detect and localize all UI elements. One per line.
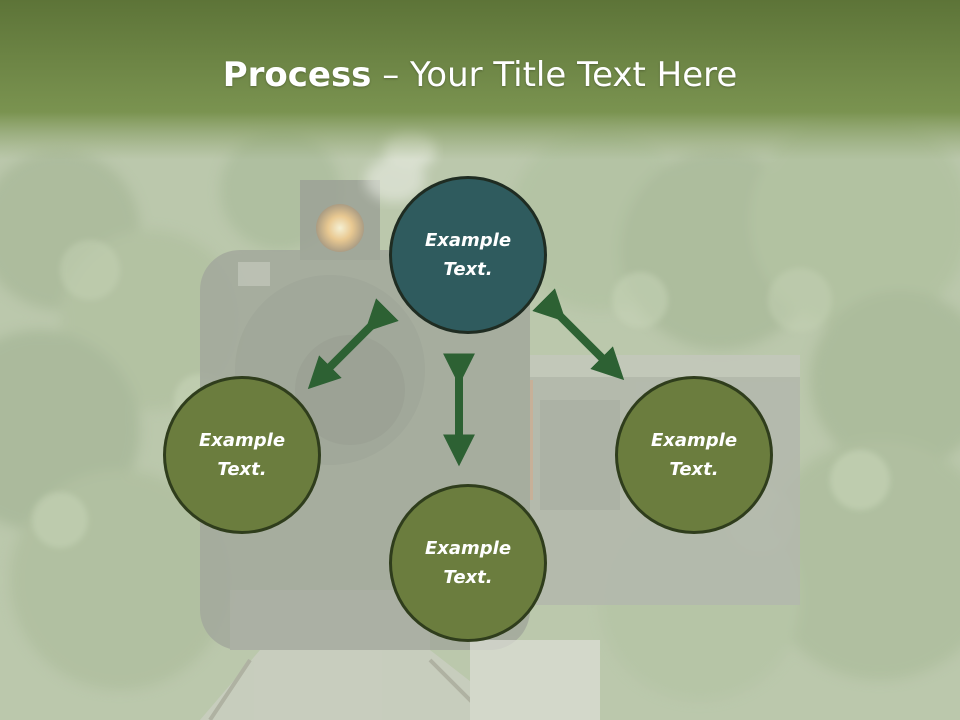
- node-label-bottom: Example Text.: [424, 538, 512, 588]
- title-rest: – Your Title Text Here: [371, 55, 738, 95]
- process-node-bottom: Example Text.: [389, 484, 547, 642]
- node-label-right: Example Text.: [650, 430, 738, 480]
- arrow-top-left: [307, 298, 399, 390]
- node-label-left: Example Text.: [198, 430, 286, 480]
- node-label-top: Example Text.: [424, 230, 512, 280]
- title-bold: Process: [222, 55, 372, 95]
- process-node-right: Example Text.: [615, 376, 773, 534]
- process-node-left: Example Text.: [163, 376, 321, 534]
- slide-title: Process – Your Title Text Here: [0, 52, 960, 98]
- process-node-top: Example Text.: [389, 176, 547, 334]
- arrow-top-right: [532, 288, 625, 381]
